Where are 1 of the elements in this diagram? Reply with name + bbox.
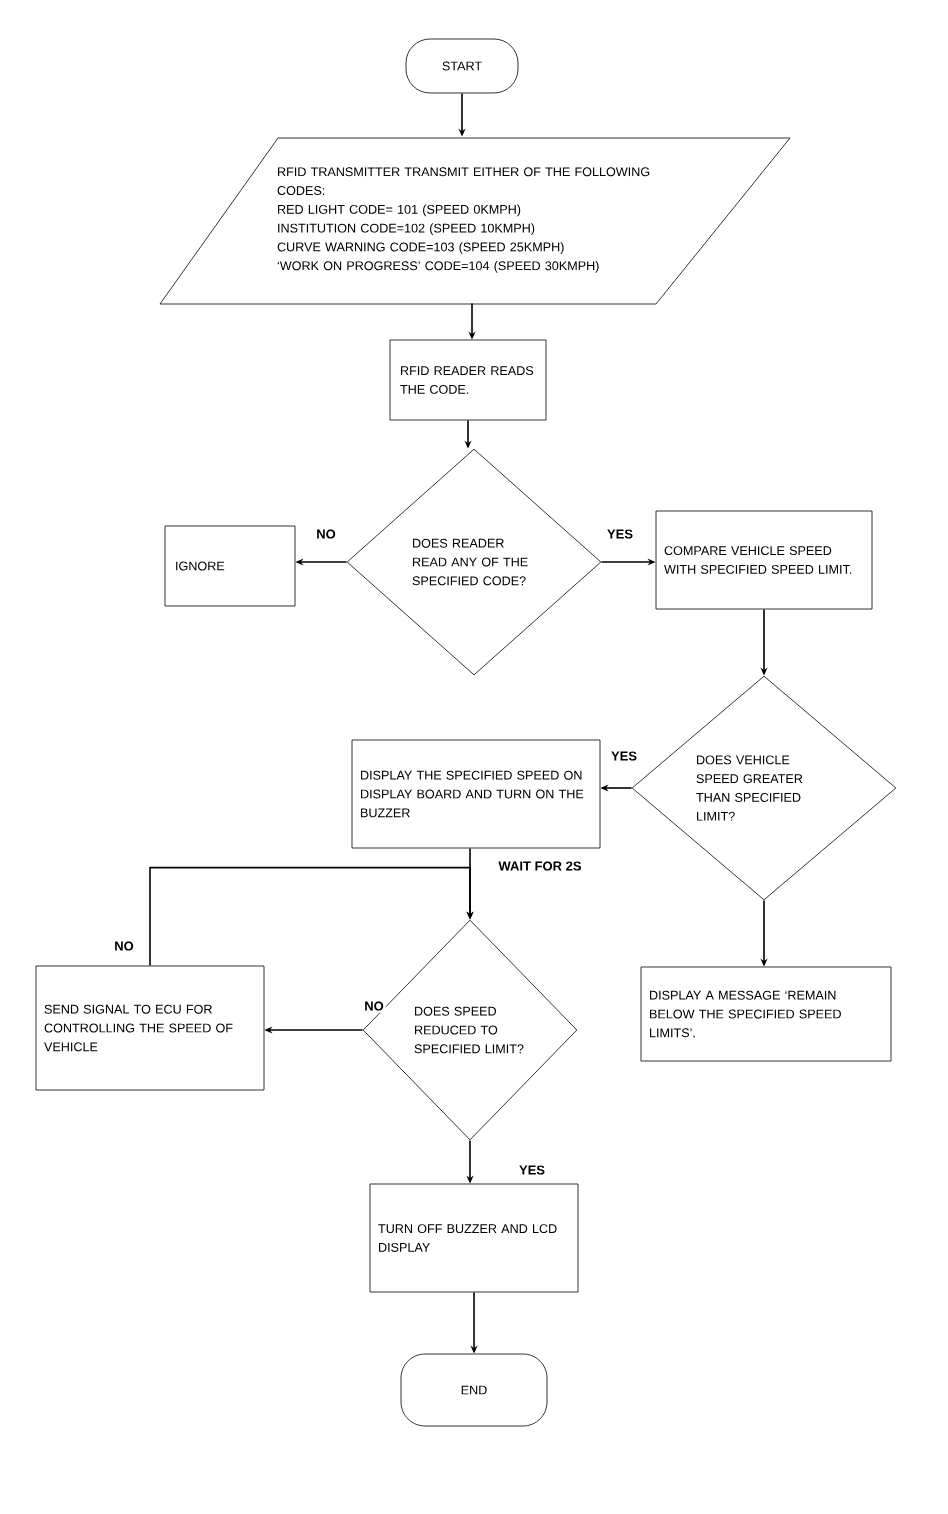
arrow	[149, 866, 474, 967]
